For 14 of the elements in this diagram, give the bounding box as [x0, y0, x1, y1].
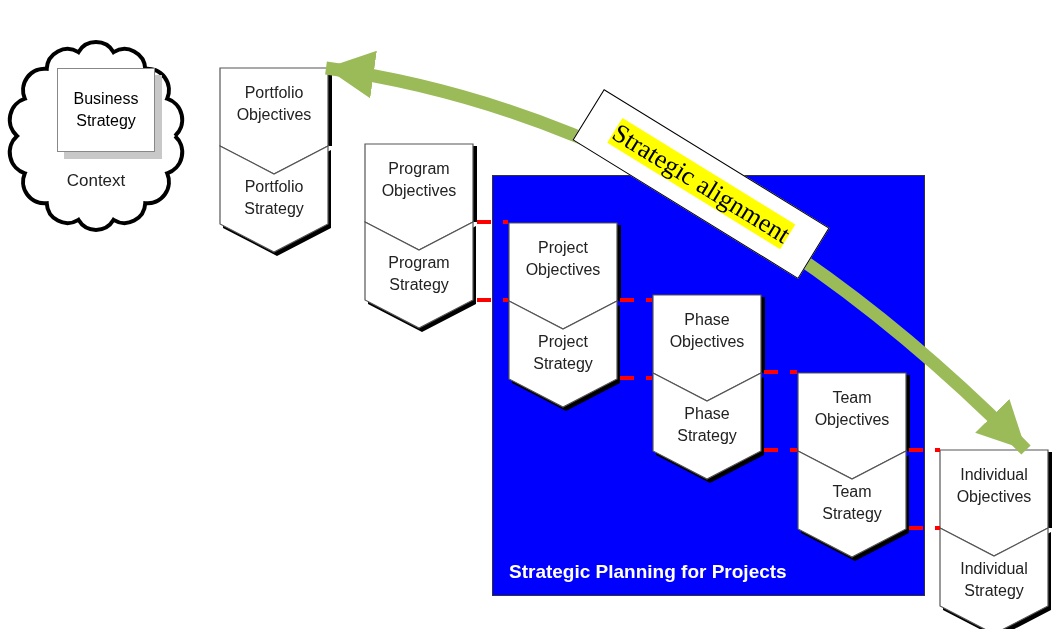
panel-title: Strategic Planning for Projects — [509, 561, 787, 583]
node-label: Individual Strategy — [959, 559, 1029, 601]
dashed-connector — [477, 220, 508, 224]
dashed-connector — [620, 298, 652, 302]
dashed-connector — [477, 298, 508, 302]
cloud-label: Context — [65, 170, 127, 192]
context-cloud — [5, 38, 187, 234]
dashed-connector — [620, 376, 652, 380]
dashed-connector — [764, 448, 797, 452]
dashed-connector — [909, 526, 940, 530]
dashed-connector — [764, 370, 797, 374]
chevron-shape — [940, 528, 1048, 629]
dashed-connector — [909, 448, 940, 452]
double-arrow — [324, 52, 1031, 455]
